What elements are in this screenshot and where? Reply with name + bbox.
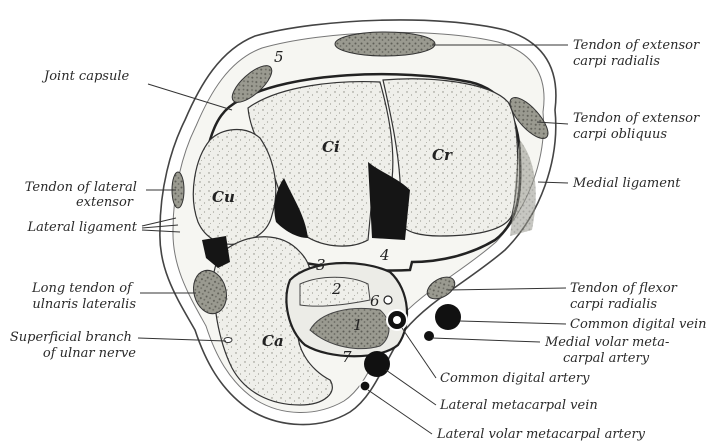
leader-line (368, 390, 432, 434)
bone-label-cu: Cu (212, 188, 235, 206)
label-line: Tendon of flexor (570, 281, 678, 296)
label-line: extensor (76, 195, 134, 210)
label-line: Long tendon of (31, 281, 134, 296)
label-medial-volar-metacarpal-artery: Medial volar meta- carpal artery (544, 335, 673, 366)
lateral-metacarpal-vein (364, 351, 390, 377)
label-line: Tendon of lateral (25, 180, 137, 195)
medial-volar-metacarpal-artery (424, 331, 434, 341)
label-line: of ulnar nerve (43, 346, 136, 361)
label-tendon-flexor-carpi-radialis: Tendon of flexor carpi radialis (570, 281, 681, 312)
small-vessel-6 (384, 296, 392, 304)
bone-label-cr: Cr (432, 146, 453, 164)
label-lateral-metacarpal-vein: Lateral metacarpal vein (439, 398, 598, 413)
label-line: Tendon of extensor (573, 38, 700, 53)
superficial-nerve-branch (224, 338, 232, 343)
label-tendon-lateral-extensor: Tendon of lateral extensor (25, 180, 141, 210)
numeral-7: 7 (342, 348, 352, 366)
label-line: Medial volar meta- (544, 335, 669, 350)
numeral-1: 1 (353, 316, 363, 334)
numeral-5: 5 (274, 48, 284, 66)
bone-cu (193, 130, 275, 245)
label-line: Superficial branch (10, 330, 132, 345)
leader-line (448, 288, 566, 290)
numeral-4: 4 (379, 246, 390, 264)
leader-line (386, 370, 436, 405)
common-digital-vein (435, 304, 461, 330)
bone-label-ca: Ca (262, 332, 284, 350)
label-joint-capsule: Joint capsule (41, 69, 129, 84)
bone-label-ci: Ci (322, 138, 340, 156)
label-line: Tendon of extensor (573, 111, 700, 126)
label-common-digital-artery: Common digital artery (440, 371, 590, 386)
tendon-extensor-carpi-radialis (335, 32, 435, 56)
label-common-digital-vein: Common digital vein (570, 317, 707, 332)
label-line: carpal artery (563, 351, 650, 366)
leader-line (460, 321, 566, 324)
label-line: carpi radialis (573, 54, 660, 69)
label-line: carpi obliquus (573, 127, 667, 142)
label-line: ulnaris lateralis (32, 297, 136, 312)
lateral-volar-metacarpal-artery (360, 381, 370, 391)
numeral-6: 6 (370, 292, 380, 310)
numeral-3: 3 (316, 256, 326, 274)
leader-line (432, 338, 540, 342)
label-long-tendon-ulnaris-lateralis: Long tendon of ulnaris lateralis (31, 281, 136, 312)
label-medial-ligament: Medial ligament (572, 176, 681, 191)
label-superficial-branch-ulnar-nerve: Superficial branch of ulnar nerve (10, 330, 136, 361)
label-line: carpi radialis (570, 297, 657, 312)
label-lateral-ligament: Lateral ligament (26, 220, 137, 235)
common-digital-artery-lumen (393, 316, 401, 324)
label-tendon-extensor-carpi-radialis: Tendon of extensor carpi radialis (573, 38, 703, 69)
label-tendon-extensor-carpi-obliquus: Tendon of extensor carpi obliquus (573, 111, 703, 142)
label-lateral-volar-metacarpal-artery: Lateral volar metacarpal artery (436, 427, 646, 442)
numeral-2: 2 (331, 280, 342, 298)
